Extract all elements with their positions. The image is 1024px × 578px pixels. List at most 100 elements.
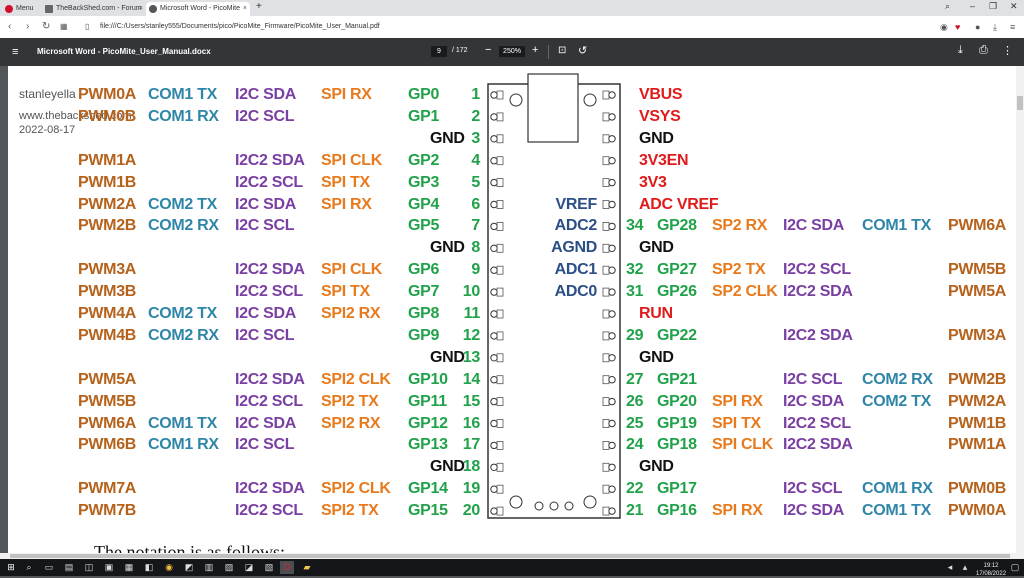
url-field[interactable]: file:///C:/Users/stanley555/Documents/pi… [100,23,380,30]
left-i2c-label: I2C SCL [235,436,295,454]
folder-icon[interactable]: ▰ [303,562,311,572]
right-i2c-label: I2C SDA [783,502,845,520]
pin-slot [602,440,610,450]
heart-icon[interactable]: ♥ [955,22,961,32]
right-gnd-label: GND [639,348,674,366]
close-window-icon[interactable]: ✕ [1010,1,1018,11]
camera-icon[interactable]: ◉ [940,22,948,32]
pin-pad [608,463,616,471]
left-com-label: COM1 TX [148,414,218,432]
left-pwm-label: PWM5B [78,392,137,410]
right-i2c-label: I2C2 SDA [783,326,853,344]
left-gp-label: GP8 [408,305,440,322]
fit-page-icon[interactable]: ⊡ [558,45,567,56]
left-pin-label: 7 [471,217,480,235]
app-icon[interactable]: ◪ [244,562,254,572]
left-pin-label: 12 [462,326,481,344]
left-spi-label: SPI TX [321,283,370,301]
scrollbar-thumb[interactable] [10,554,1010,558]
pin-pad [490,463,498,471]
zoom-in-button[interactable]: + [532,44,539,56]
tab-picomite-manual[interactable]: Microsoft Word - PicoMite × [146,2,250,16]
menu-icon[interactable]: ≡ [1010,22,1016,32]
pin-slot [496,484,504,494]
more-options-icon[interactable]: ⋮ [1002,45,1013,57]
right-pin-label: 25 [626,414,644,432]
scrollbar-thumb[interactable] [1017,96,1023,110]
rotate-icon[interactable]: ↺ [578,45,588,57]
right-pwm-label: PWM0B [948,480,1007,498]
left-pin-label: 8 [471,239,480,257]
close-icon[interactable]: × [242,5,247,12]
page-number-input[interactable]: 9 [431,46,447,57]
app-icon[interactable]: ◩ [184,562,194,572]
pin-slot [602,265,610,275]
left-i2c-label: I2C SCL [235,326,295,344]
download-icon[interactable]: ⤓ [958,44,963,56]
right-pin-label: 27 [626,370,644,388]
left-gp-label: GP11 [408,392,447,410]
zoom-out-button[interactable]: − [485,44,492,56]
search-icon[interactable]: ⌕ [945,1,951,11]
left-gp-label: GP10 [408,370,448,388]
pin-slot [602,200,610,209]
windows-start-icon[interactable]: ⊞ [7,562,15,572]
opera-icon[interactable]: O [280,561,294,574]
pin-pad [608,244,616,253]
pin-slot [496,156,504,166]
right-power-label: VBUS [639,86,683,103]
back-icon[interactable]: ‹ [8,21,12,32]
pin-pad [490,222,498,231]
pin-slot [602,178,610,187]
pin-slot [496,353,504,363]
pin-slot [602,397,610,407]
app-icon[interactable]: ▨ [224,562,234,572]
pin-slot [602,287,610,297]
print-icon[interactable]: ⎙ [979,44,988,56]
menu-icon[interactable]: ≡ [12,46,19,58]
task-view-icon[interactable]: ▭ [44,562,54,572]
app-icon[interactable]: ◧ [144,562,154,572]
new-tab-button[interactable]: + [256,1,262,12]
app-icon[interactable]: ▦ [124,562,134,572]
pin-slot [602,375,610,385]
app-icon[interactable]: ▥ [204,562,214,572]
right-power-label: 3V3 [639,173,667,191]
tab-thebackshed[interactable]: TheBackShed.com - Forum × [42,2,146,16]
left-pin-label: 16 [462,414,481,432]
app-icon[interactable]: ▤ [64,562,74,572]
address-bar-row: ‹ › ↻ ▦ ▯ file:///C:/Users/stanley555/Do… [0,16,1024,39]
zoom-level-input[interactable]: 250% [499,46,525,57]
pin-slot [496,331,504,341]
app-icon[interactable]: ▣ [104,562,114,572]
horizontal-scrollbar[interactable] [0,553,1024,559]
pin-slot [602,462,610,472]
tab-opera-menu[interactable]: Menu [2,2,42,16]
clock[interactable]: 19:12 17/08/2022 [976,562,1006,578]
download-icon[interactable]: ⤓ [993,22,997,32]
search-icon[interactable]: ⌕ [26,562,32,572]
notifications-icon[interactable]: ▢ [1010,562,1020,572]
reload-icon[interactable]: ↻ [42,21,51,32]
pin-pad [490,332,498,340]
vertical-scrollbar[interactable] [1016,66,1024,553]
clock-time: 19:12 [983,563,999,569]
left-spi-label: SPI RX [321,195,372,213]
right-i2c-label: I2C2 SCL [783,261,851,279]
avatar[interactable]: ● [975,22,981,32]
pin-slot [496,200,504,209]
restore-icon[interactable]: ❐ [989,1,998,11]
pin-pad [490,266,498,274]
minimize-icon[interactable]: – [970,1,976,11]
volume-icon[interactable]: ◂ [947,562,953,572]
chrome-icon[interactable]: ◉ [165,562,173,572]
close-icon[interactable]: × [138,5,143,12]
left-com-label: COM1 TX [148,86,218,103]
left-com-label: COM2 TX [148,305,218,322]
app-icon[interactable]: ◫ [84,562,94,572]
pin-slot [602,506,610,516]
forward-icon[interactable]: › [26,21,30,32]
app-icon[interactable]: ▧ [264,562,274,572]
tabs-grid-icon[interactable]: ▦ [60,22,68,31]
network-icon[interactable]: ▴ [962,562,968,572]
